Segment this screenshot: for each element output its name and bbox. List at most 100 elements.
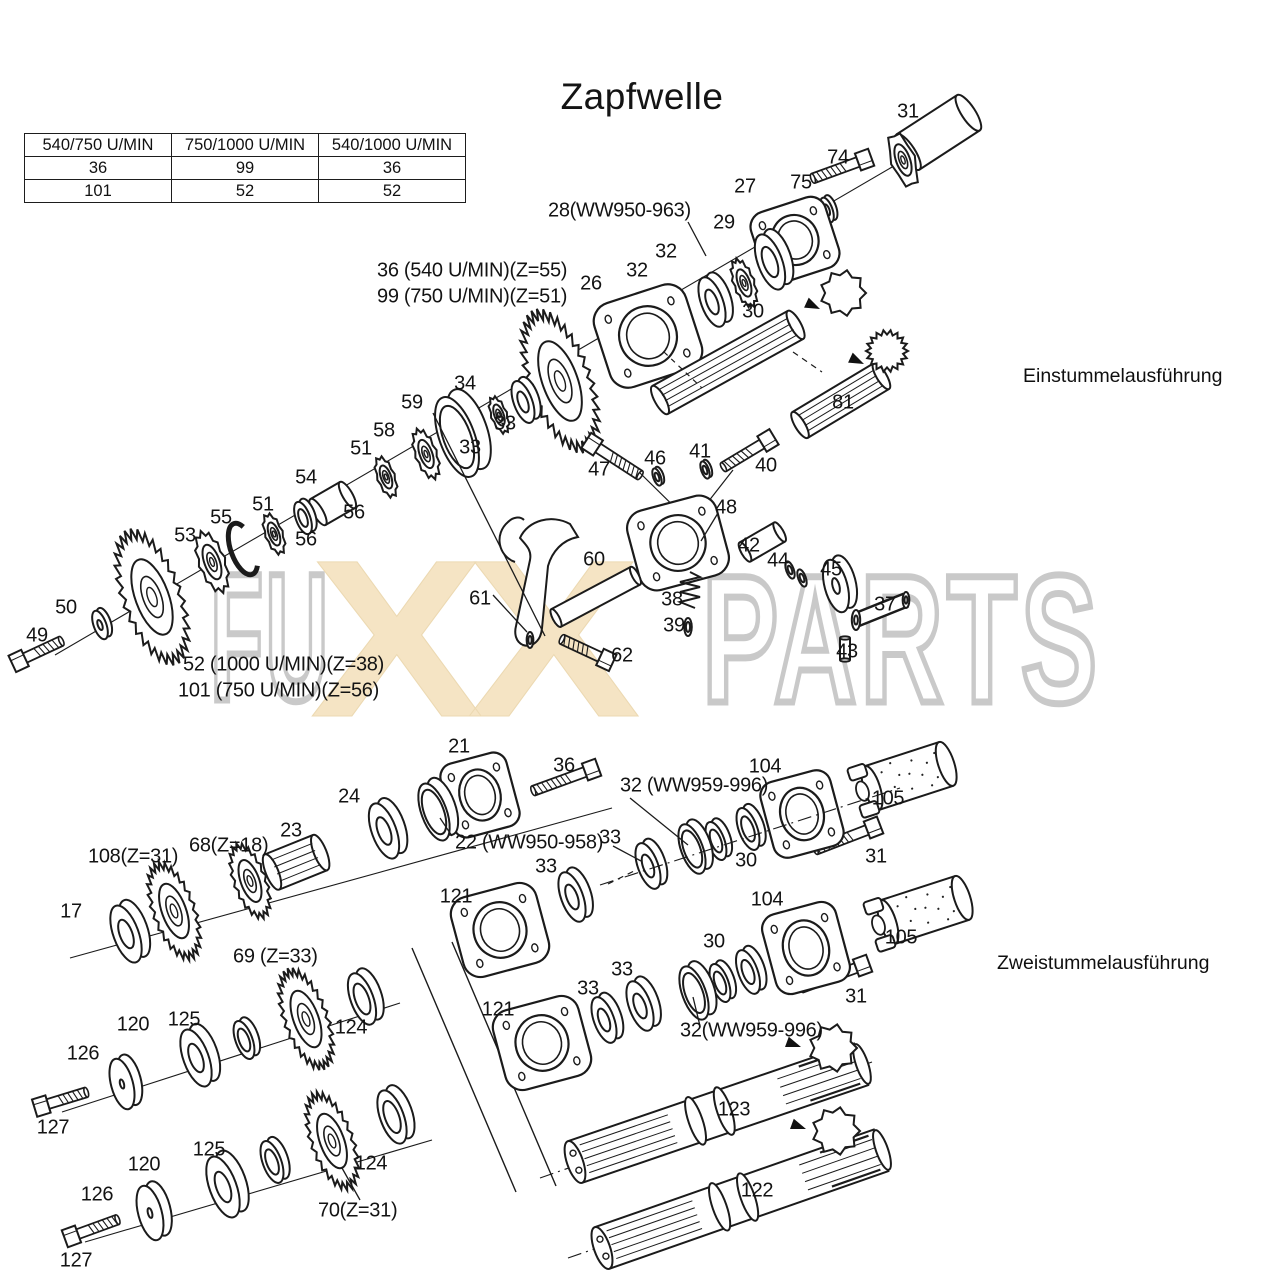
- part-label: 124: [354, 1152, 388, 1175]
- fork-61: [514, 518, 580, 647]
- part-label: 81: [832, 391, 854, 414]
- clip-41: [699, 458, 714, 480]
- gear-69: [276, 966, 336, 1072]
- part-label: 61: [469, 587, 491, 610]
- part-label: 105: [871, 787, 905, 810]
- flange-104: [760, 900, 852, 996]
- hub-59: [434, 388, 492, 478]
- part-label: 121: [439, 885, 473, 908]
- part-label: 41: [689, 440, 711, 463]
- spline-profile-shape: [809, 1023, 859, 1073]
- part-label: 33: [459, 436, 481, 459]
- part-label: 59: [401, 391, 423, 414]
- variant-caption-double: Zweistummelausführung: [997, 952, 1210, 974]
- ratio-table-header-cell: 750/1000 U/MIN: [171, 133, 319, 157]
- watermark-right-text: PARTS: [702, 538, 1101, 741]
- part-label: 32: [655, 240, 677, 263]
- part-label: 69 (Z=33): [233, 945, 318, 968]
- plate-21: [439, 751, 521, 839]
- part-label: 121: [481, 998, 515, 1021]
- ratio-table-cell: 52: [318, 179, 466, 203]
- ring-30: [735, 802, 767, 851]
- shaft-81: [790, 361, 892, 440]
- part-label: 75: [790, 171, 812, 194]
- spring-shape: [676, 571, 703, 609]
- part-label: 40: [755, 454, 777, 477]
- ring-44: [784, 560, 796, 580]
- part-label: 17: [60, 900, 82, 923]
- ratio-table-header-cell: 540/750 U/MIN: [24, 133, 172, 157]
- yoke-shaft-shape: [846, 740, 958, 819]
- ring-22: [417, 776, 460, 842]
- part-label: 44: [767, 549, 789, 572]
- pto-shaft-shape: [590, 1128, 892, 1270]
- hub-58: [411, 426, 441, 482]
- flange-104: [759, 769, 845, 859]
- shaft-30: [649, 309, 806, 416]
- bearing-124: [346, 967, 385, 1026]
- disc-126: [108, 1053, 144, 1111]
- ratio-table-cell: 101: [24, 179, 172, 203]
- part-label: 33: [494, 412, 516, 435]
- spline-profile-shape: [820, 268, 868, 318]
- lever-eye: [901, 591, 911, 609]
- disc-45: [822, 554, 859, 614]
- part-label: 105: [884, 926, 918, 949]
- bearing-120: [205, 1149, 250, 1219]
- ratio-table-cell: 99: [171, 156, 319, 180]
- part-label: 122: [740, 1179, 774, 1202]
- lever-eye: [850, 609, 862, 631]
- part-label: 50: [55, 596, 77, 619]
- part-label: 62: [611, 644, 633, 667]
- part-label: 124: [334, 1016, 368, 1039]
- watermark-center-text: XX: [310, 514, 638, 764]
- part-label: 125: [167, 1008, 201, 1031]
- disc-126: [135, 1180, 173, 1242]
- part-label: 51: [350, 437, 372, 460]
- part-label: 126: [80, 1183, 114, 1206]
- fork-boss: [525, 631, 535, 649]
- part-label: 33: [535, 855, 557, 878]
- gear-108: [145, 857, 203, 965]
- part-label: 125: [192, 1138, 226, 1161]
- bolt-shape: [579, 431, 644, 481]
- part-label: 46: [644, 447, 666, 470]
- part-label: 27: [734, 175, 756, 198]
- part-label: 101 (750 U/MIN)(Z=56): [178, 679, 379, 702]
- part-label: 68(Z=18): [189, 834, 269, 857]
- rod-60: [549, 565, 642, 628]
- bearing-24: [367, 796, 409, 860]
- ring-125: [232, 1016, 262, 1061]
- part-label: 37: [874, 593, 896, 616]
- bearing-33: [625, 975, 662, 1032]
- part-label: 36 (540 U/MIN)(Z=55): [377, 259, 568, 282]
- part-label: 60: [583, 548, 605, 571]
- ratio-table-header-cell: 540/1000 U/MIN: [318, 133, 466, 157]
- seal-32: [678, 960, 718, 1021]
- bolt-shape: [60, 1214, 121, 1249]
- part-label: 54: [295, 466, 317, 489]
- part-label: 31: [845, 985, 867, 1008]
- ratio-table-cell: 36: [318, 156, 466, 180]
- bolt-shape: [529, 757, 603, 797]
- pin-42: [737, 521, 787, 563]
- gear-68: [227, 840, 273, 922]
- part-label: 32: [626, 259, 648, 282]
- direction-arrow: [848, 352, 864, 364]
- gear-53: [112, 528, 192, 666]
- part-label: 39: [663, 614, 685, 637]
- bearing-17: [109, 898, 152, 964]
- part-label: 56: [295, 528, 317, 551]
- part-label: 99 (750 U/MIN)(Z=51): [377, 285, 568, 308]
- seal-32: [677, 818, 714, 875]
- part-label: 23: [280, 819, 302, 842]
- part-label: 31: [897, 100, 919, 123]
- part-label: 42: [738, 534, 760, 557]
- ring-30: [734, 944, 768, 995]
- ring-125: [259, 1135, 291, 1184]
